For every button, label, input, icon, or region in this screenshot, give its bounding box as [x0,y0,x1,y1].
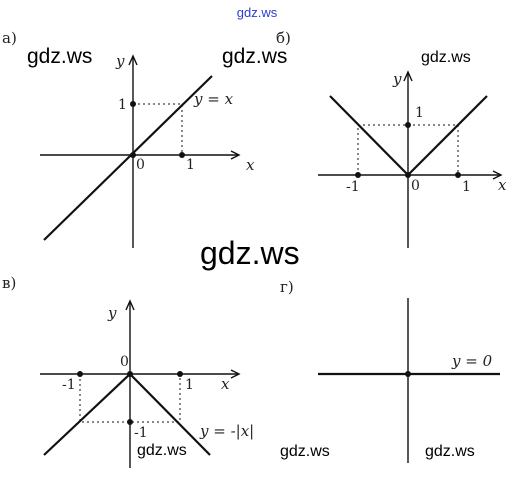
panel-c-point-xm1 [77,371,83,377]
panel-a-point-x1 [179,152,185,158]
panel-a-x-arrow [230,150,241,160]
panel-b-point-x1 [455,172,461,178]
panel-a-origin-label: 0 [136,157,145,173]
panel-b-y-label: y [392,70,402,88]
panel-b-x-arrow [492,170,503,180]
panel-d-equation: y = 0 [451,352,493,370]
panel-c-y-arrow [125,299,135,311]
panel-a-origin-point [130,152,136,158]
panel-a-y-label: y [115,52,125,70]
panel-d-origin-point [405,371,411,377]
panel-a-x-label: x [246,156,255,174]
panel-a: а) y x 0 1 1 y = x [2,29,255,248]
panel-c-x-arrow [230,369,241,379]
watermark-6: gdz.ws [280,443,330,460]
watermark-center: gdz.ws [200,235,300,271]
panel-c-origin-point [127,371,133,377]
panel-a-tick-y1: 1 [118,97,127,113]
panel-c-origin-label: 0 [120,354,129,370]
panel-b-x-label: x [498,176,507,194]
panel-b-origin-point [405,172,411,178]
panel-b-label: б) [276,29,291,47]
panel-a-point-y1 [130,101,136,107]
panel-b-origin-label: 0 [411,178,420,194]
panel-b-tick-x1: 1 [462,179,471,195]
panel-b: б) y x 0 1 -1 1 [276,29,507,248]
panel-c-y-label: y [107,304,117,322]
panel-c: в) y x 0 -1 1 -1 y = -|x| [2,274,254,468]
panel-c-guide-lines [79,374,181,423]
panel-a-tick-x1: 1 [186,157,195,173]
panel-b-tick-y1: 1 [415,105,424,121]
watermark-3: gdz.ws [421,49,471,66]
panel-c-point-x1 [177,371,183,377]
watermark-2: gdz.ws [222,45,287,68]
panel-a-y-arrow [128,54,138,66]
panel-a-guide-lines [133,103,183,155]
panel-a-equation: y = x [193,90,234,108]
panel-a-graph-line [43,75,213,241]
panel-c-equation: y = -|x| [199,422,254,440]
panel-c-tick-xm1: -1 [62,377,76,393]
panel-c-tick-x1: 1 [185,377,194,393]
watermark-5: gdz.ws [137,442,187,459]
top-watermark: gdz.ws [237,5,278,20]
panel-b-point-y1 [405,122,411,128]
panel-c-point-ym1 [127,419,133,425]
panel-d-label: г) [280,278,294,296]
panel-a-label: а) [2,29,17,47]
panel-c-x-label: x [221,375,230,393]
panel-b-point-xm1 [355,172,361,178]
panel-b-tick-xm1: -1 [346,179,360,195]
panel-b-y-arrow [403,70,413,82]
watermark-1: gdz.ws [27,45,92,68]
watermark-7: gdz.ws [425,443,475,460]
panel-c-tick-ym1: -1 [134,425,148,441]
panel-d: г) y = 0 [280,278,500,463]
panel-c-label: в) [2,274,16,292]
